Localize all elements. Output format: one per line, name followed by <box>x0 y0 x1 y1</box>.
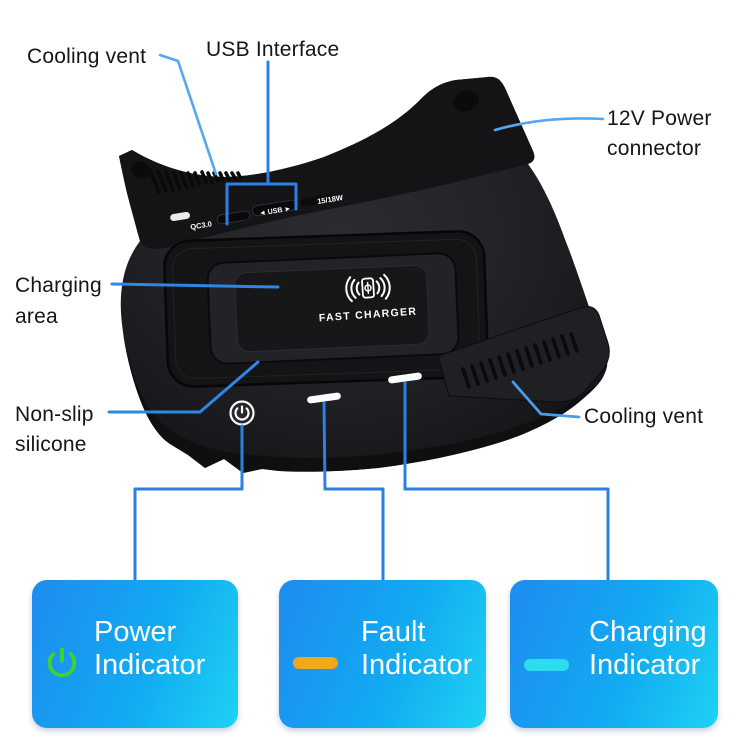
leader-cooling-vent-right <box>511 380 581 419</box>
legend-fault-line2: Indicator <box>361 649 473 681</box>
port-label-qc: QC3.0 <box>190 219 213 231</box>
connector-power-indicator <box>133 424 244 581</box>
callout-power-connector-line2: connector <box>607 137 702 160</box>
legend-power-line2: Indicator <box>94 649 206 681</box>
charging-tray-rim <box>172 238 480 380</box>
front-rim <box>123 332 604 473</box>
callout-charging-area-line1: Charging <box>15 274 102 297</box>
legend-fault-text: Fault Indicator <box>361 616 472 682</box>
legend-charging-line2: Indicator <box>589 649 701 681</box>
callout-power-connector: 12V Power connector <box>607 104 712 164</box>
legend-power-text: Power Indicator <box>94 616 205 682</box>
callout-charging-area: Charging area <box>15 270 102 332</box>
legend-power-indicator: Power Indicator <box>32 580 238 728</box>
power-button-icon <box>229 400 255 426</box>
cyan-bar-icon <box>524 659 569 671</box>
port-label-watts: 15/18W <box>317 193 345 206</box>
callout-usb-interface: USB Interface <box>206 38 340 61</box>
legend-charging-line1: Charging <box>589 616 707 648</box>
wireless-charging-icon <box>345 273 391 303</box>
usb-port-1 <box>216 210 251 225</box>
callout-cooling-vent-top: Cooling vent <box>27 45 147 68</box>
legend-fault-line1: Fault <box>361 616 426 648</box>
leader-usb-bracket <box>225 60 298 226</box>
callout-charging-area-line2: area <box>15 305 58 328</box>
led-bar-fault <box>307 392 341 404</box>
callout-non-slip-line1: Non-slip <box>15 403 94 426</box>
led-bar-charging <box>388 372 422 384</box>
cooling-vent-right-wedge <box>437 305 610 403</box>
callout-non-slip-line2: silicone <box>15 433 87 456</box>
leader-power-connector <box>493 117 605 132</box>
cooling-vent-left <box>148 168 242 194</box>
leader-charging-area <box>110 282 280 289</box>
legend-power-line1: Power <box>94 616 177 648</box>
leader-non-slip <box>107 360 260 414</box>
corner-hole-right <box>453 90 479 112</box>
port-slot-3 <box>300 193 336 207</box>
legend-charging-indicator: Charging Indicator <box>510 580 718 728</box>
legend-charging-text: Charging Indicator <box>589 616 707 682</box>
callout-non-slip: Non-slip silicone <box>15 400 94 460</box>
corner-hole-left <box>131 161 151 179</box>
back-lip <box>119 76 535 249</box>
status-slot-white <box>170 211 190 222</box>
power-icon <box>47 647 77 678</box>
cooling-vent-right-slits <box>461 332 579 389</box>
charging-pad-surface <box>234 264 430 353</box>
connector-charging-indicator <box>403 381 610 581</box>
callout-power-connector-line1: 12V Power <box>607 107 712 130</box>
legend-fault-indicator: Fault Indicator <box>279 580 486 728</box>
callout-cooling-vent-right: Cooling vent <box>584 405 704 428</box>
connector-fault-indicator <box>322 401 385 581</box>
amber-bar-icon <box>293 657 338 669</box>
leader-cooling-vent-top <box>158 53 218 176</box>
